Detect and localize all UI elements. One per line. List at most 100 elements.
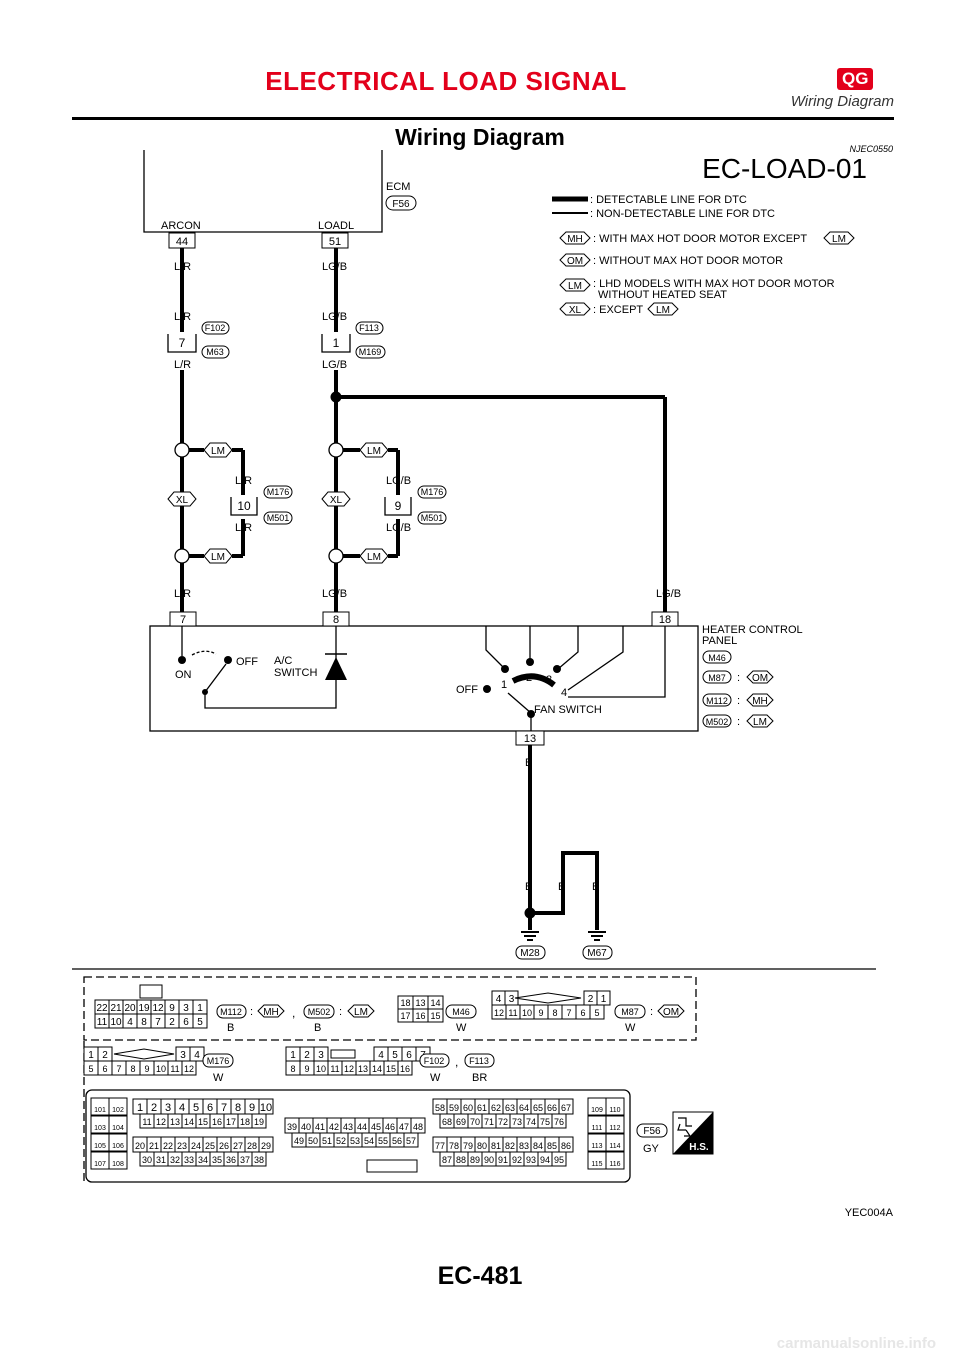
wire-color-lr-5: L/R: [235, 522, 252, 534]
pin-number: 2: [169, 1017, 175, 1028]
fan-speed-2: 2: [526, 672, 532, 684]
pin-number: 49: [294, 1136, 304, 1146]
pin-number: 36: [226, 1155, 236, 1165]
panel-conn-m46: M46: [708, 653, 726, 663]
pin-number: 107: [94, 1161, 106, 1168]
pin-number: 53: [350, 1136, 360, 1146]
ecm-pin-label-loadl: LOADL: [318, 220, 354, 232]
option-tag-lm-l2: LM: [211, 552, 225, 563]
pin-number: 14: [184, 1117, 194, 1127]
pin-number: 116: [609, 1161, 620, 1168]
conn-tag-lm: LM: [354, 1007, 368, 1018]
panel-conn-sep-1: :: [737, 672, 740, 684]
pin-number: 9: [249, 1102, 255, 1114]
ac-switch-label-1: A/C: [274, 655, 292, 667]
pin-number: 17: [226, 1117, 236, 1127]
legend-non-detectable: : NON-DETECTABLE LINE FOR DTC: [590, 208, 775, 220]
pin-number: 14: [430, 998, 440, 1008]
pin-number: 90: [484, 1155, 494, 1165]
pin-number: 13: [170, 1117, 180, 1127]
pin-cell: [427, 1008, 444, 1023]
pin-number: 26: [219, 1141, 229, 1151]
page-number: EC-481: [437, 1262, 523, 1290]
conn-name-f56: F56: [643, 1126, 661, 1137]
pin-number: 4: [496, 994, 502, 1005]
pin-cell: [605, 1133, 625, 1152]
pin-number: 47: [399, 1122, 409, 1132]
pin-number: 73: [512, 1117, 522, 1127]
pin-number: 93: [526, 1155, 536, 1165]
ac-switch-off: OFF: [236, 656, 258, 668]
connector-id-m501-m: M501: [421, 513, 444, 523]
pin-cell: [605, 1115, 625, 1134]
wire-color-lr-2: L/R: [174, 311, 191, 323]
pin-number: 39: [287, 1122, 297, 1132]
conn-name-m46: M46: [452, 1007, 470, 1017]
pin-number: 72: [498, 1117, 508, 1127]
pin-number: 11: [142, 1117, 151, 1127]
ground-m28: M28: [520, 948, 540, 959]
pin-cell: [181, 1060, 197, 1076]
pin-cell: [397, 1060, 413, 1076]
pin-cell: [108, 1115, 128, 1134]
pin-cell: [589, 1004, 605, 1020]
pin-number: 40: [301, 1122, 311, 1132]
ecm-pin-label-arcon: ARCON: [161, 220, 201, 232]
pin-number: 76: [554, 1117, 564, 1127]
pin-number: 3: [318, 1050, 324, 1061]
wire-loadl: LG/B LG/B LG/B LG/B LG/B LG/B LG/B 1 F11…: [321, 248, 681, 612]
connector-id-m169: M169: [359, 347, 382, 357]
pin-number: 25: [205, 1141, 215, 1151]
panel-conn-m87: M87: [708, 673, 726, 683]
ecm-connector-id: F56: [392, 199, 410, 210]
joint-pin-9: 9: [395, 499, 402, 513]
pin-number: 30: [142, 1155, 152, 1165]
ecm-pin-44: 44: [176, 236, 188, 248]
pin-number: 35: [212, 1155, 222, 1165]
pin-number: 56: [392, 1136, 402, 1146]
ecm-box: ECM F56 ARCON LOADL 44 51: [143, 150, 417, 249]
pin-number: 7: [566, 1008, 571, 1018]
panel-pin-18: 18: [659, 614, 671, 626]
pin-number: 61: [477, 1103, 487, 1113]
pin-number: 15: [430, 1011, 440, 1021]
diagram-id: EC-LOAD-01: [702, 153, 867, 184]
model-badge: QG: [837, 68, 874, 90]
pin-number: 95: [554, 1155, 564, 1165]
page-title: Wiring Diagram: [395, 124, 565, 150]
wire-color-b-4: B: [592, 881, 599, 893]
pin-number: 112: [609, 1125, 620, 1132]
pin-number: 114: [609, 1143, 620, 1150]
pin-number: 103: [94, 1125, 106, 1132]
pin-number: 5: [193, 1102, 199, 1114]
option-tag-lm-l1: LM: [211, 446, 225, 457]
conn-sep-m502: :: [339, 1006, 342, 1018]
panel-pin-13: 13: [524, 733, 536, 745]
wire-color-lr-4: L/R: [235, 475, 252, 487]
pin-number: 22: [96, 1003, 108, 1014]
conn-color-m46: W: [456, 1022, 467, 1034]
pin-number: 69: [456, 1117, 466, 1127]
conn-tag-mh: MH: [263, 1007, 279, 1018]
pin-number: 2: [588, 994, 594, 1005]
pin-number: 15: [386, 1064, 396, 1074]
pin-number: 23: [177, 1141, 187, 1151]
pin-number: 105: [94, 1143, 106, 1150]
pin-number: 11: [508, 1008, 517, 1018]
pin-number: 43: [343, 1122, 353, 1132]
wire-color-b-2: B: [525, 881, 532, 893]
fan-switch-label: FAN SWITCH: [534, 704, 602, 716]
connector-id-m63: M63: [206, 347, 224, 357]
conn-color-m502: B: [314, 1022, 321, 1034]
pin-cell: [192, 1013, 208, 1029]
pin-number: 88: [456, 1155, 466, 1165]
connector-id-f113: F113: [359, 323, 379, 333]
pin-number: 83: [519, 1141, 529, 1151]
pin-number: 77: [435, 1141, 445, 1151]
pin-number: 108: [112, 1161, 124, 1168]
pin-number: 16: [400, 1064, 410, 1074]
page-header: ELECTRICAL LOAD SIGNAL QG Wiring Diagram: [72, 66, 894, 122]
watermark-footer: carmanualsonline.info: [776, 1335, 936, 1352]
reference-code: NJEC0550: [849, 144, 893, 154]
